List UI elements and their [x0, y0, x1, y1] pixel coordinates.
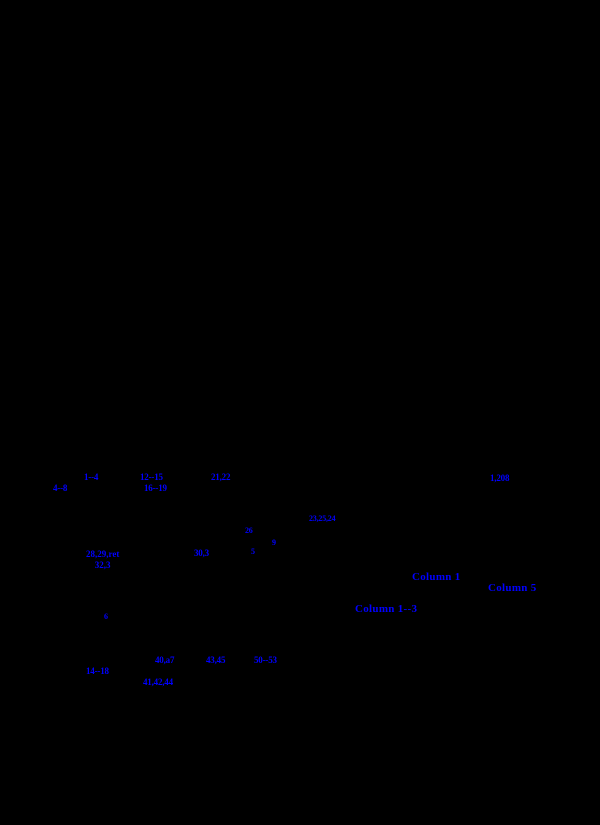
annotation-label: 26: [245, 526, 253, 535]
annotation-stacked-line-2: 32,3: [94, 560, 111, 570]
annotation-label: 14--18: [86, 666, 109, 676]
column-reference-label: Column 1: [412, 571, 461, 583]
column-reference-label: Column 1--3: [355, 603, 418, 615]
annotation-label: 50--53: [254, 655, 277, 665]
annotation-label: 43,45: [206, 655, 226, 665]
annotation-label: 1--4: [84, 472, 99, 482]
annotation-label: 16--19: [144, 483, 167, 493]
annotation-stacked-label: 28,29,ret 32,3: [86, 549, 119, 571]
annotation-label: 21,22: [211, 472, 231, 482]
annotation-label: 41,42,44: [143, 677, 173, 687]
annotation-label: 12--15: [140, 472, 163, 482]
annotation-label: 4--8: [53, 483, 68, 493]
annotation-mark: 6: [104, 612, 108, 621]
annotation-label: 30,3: [194, 548, 209, 558]
annotation-label: 9: [272, 538, 276, 547]
annotation-label: 5: [251, 547, 255, 556]
annotation-label: 1,208: [490, 473, 510, 483]
annotation-label: 23,25,24: [309, 514, 336, 523]
annotation-label: 40,a7: [155, 655, 175, 665]
annotation-stacked-line-1: 28,29,ret: [86, 549, 120, 559]
column-reference-label: Column 5: [488, 582, 537, 594]
